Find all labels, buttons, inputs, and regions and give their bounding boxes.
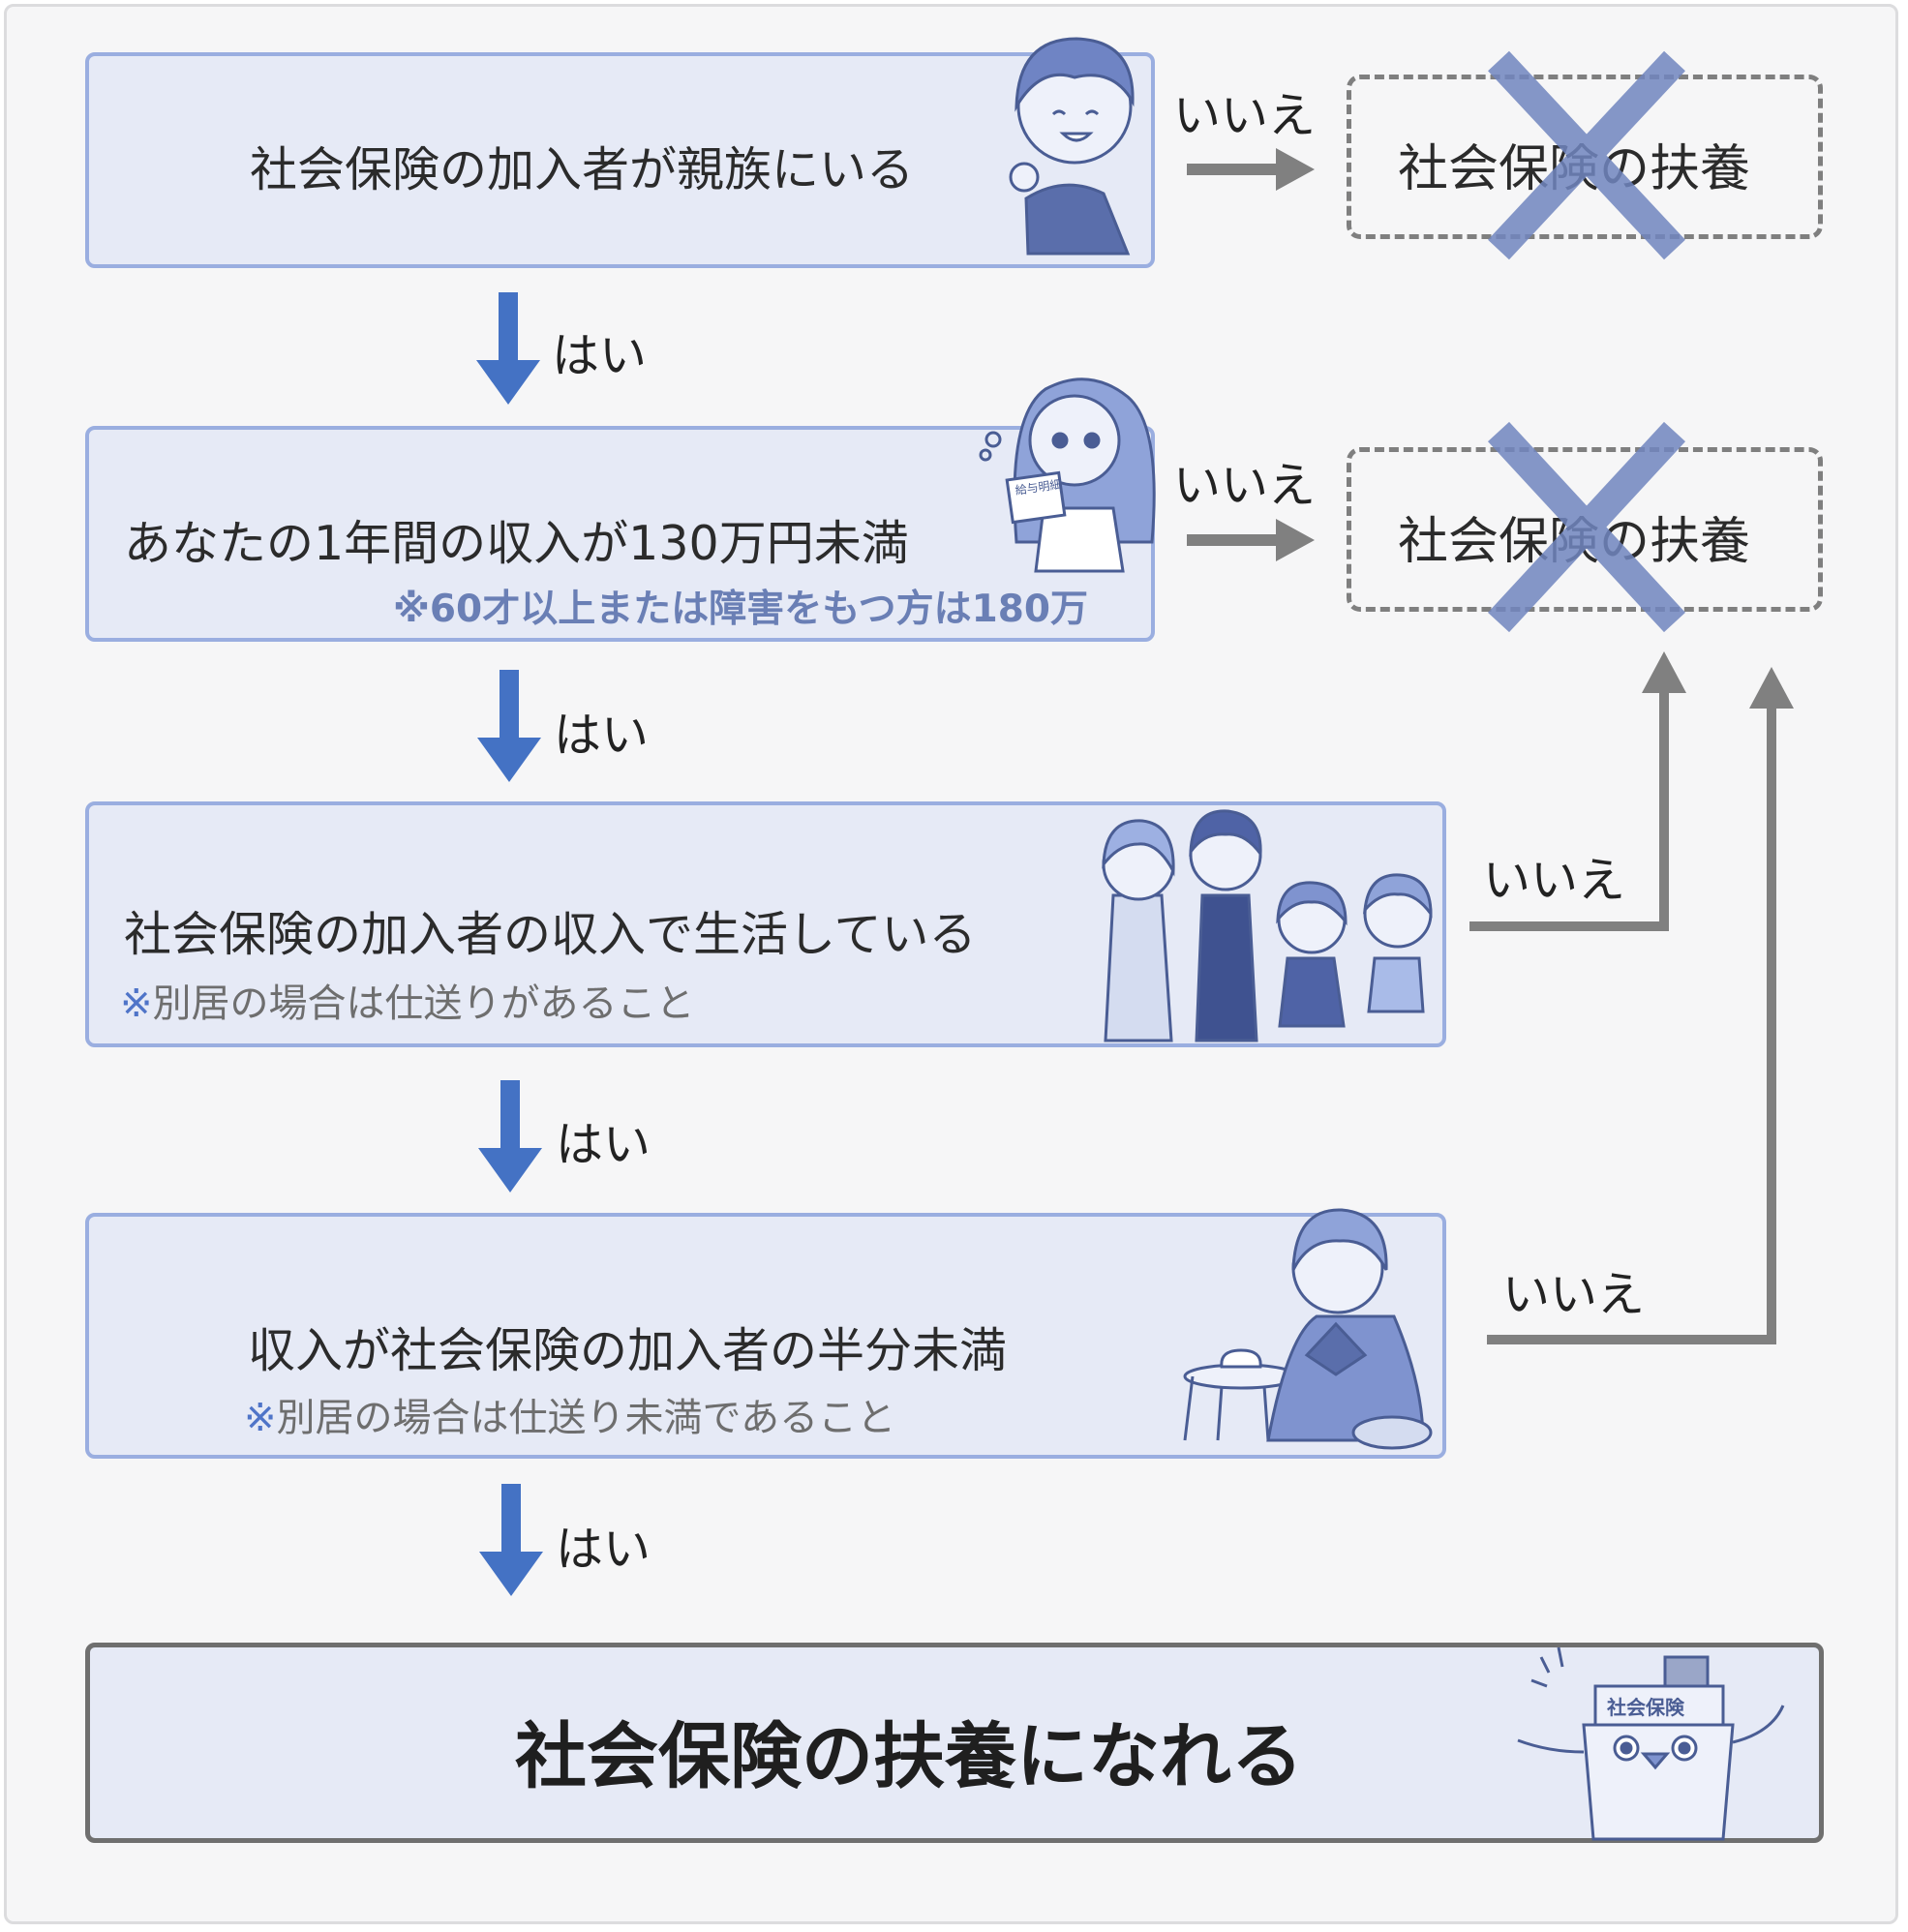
- step-4-note: ※別居の場合は仕送り未満であること: [244, 1396, 896, 1440]
- yes-label-3: はい: [556, 1117, 651, 1172]
- mascot-text: 社会保険: [1606, 1696, 1685, 1719]
- no-arrow-3: [1469, 689, 1669, 931]
- woman-reading-illustration: [1183, 1208, 1433, 1450]
- step-3-note: ※別居の場合は仕送りがあること: [120, 981, 695, 1026]
- mascot-illustration: [1517, 1646, 1785, 1841]
- yes-arrow-2: [477, 670, 541, 782]
- result-text: 社会保険の扶養になれる: [515, 1715, 1303, 1798]
- no-label-3: いいえ: [1483, 853, 1626, 908]
- step-4-text: 収入が社会保険の加入者の半分未満: [248, 1323, 1008, 1378]
- step-3-text: 社会保険の加入者の収入で生活している: [124, 907, 977, 962]
- no-arrow-4: [1487, 705, 1776, 1344]
- family-illustration: [1102, 809, 1433, 1042]
- woman-payslip-illustration: [979, 377, 1156, 573]
- no-arrow-4-head: [1749, 667, 1794, 709]
- yes-arrow-1: [476, 292, 540, 405]
- step-1-text: 社会保険の加入者が親族にいる: [250, 142, 915, 197]
- payslip-text: 給与明細: [1015, 477, 1062, 498]
- step-2-text: あなたの1年間の収入が130万円未満: [124, 516, 909, 571]
- yes-label-1: はい: [552, 328, 648, 383]
- cross-mark-2: [1487, 421, 1686, 633]
- no-label-2: いいえ: [1173, 458, 1317, 513]
- no-label-1: いいえ: [1173, 88, 1317, 143]
- not-dependent-box-1: [1347, 75, 1823, 239]
- step-2-note: ※60才以上または障害をもつ方は180万: [393, 588, 1089, 631]
- man-waving-illustration: [1009, 37, 1135, 256]
- yes-label-4: はい: [556, 1522, 651, 1577]
- no-arrow-2: [1187, 519, 1315, 561]
- no-label-4: いいえ: [1502, 1267, 1646, 1322]
- step-box-1: [85, 52, 1155, 268]
- no-arrow-3-head: [1642, 651, 1686, 693]
- yes-arrow-4: [479, 1484, 543, 1596]
- step-box-2: [85, 426, 1155, 642]
- yes-arrow-3: [478, 1080, 542, 1192]
- result-box: [85, 1643, 1824, 1843]
- no-arrow-1: [1187, 148, 1315, 191]
- cross-mark-1: [1488, 50, 1685, 260]
- yes-label-2: はい: [554, 708, 650, 763]
